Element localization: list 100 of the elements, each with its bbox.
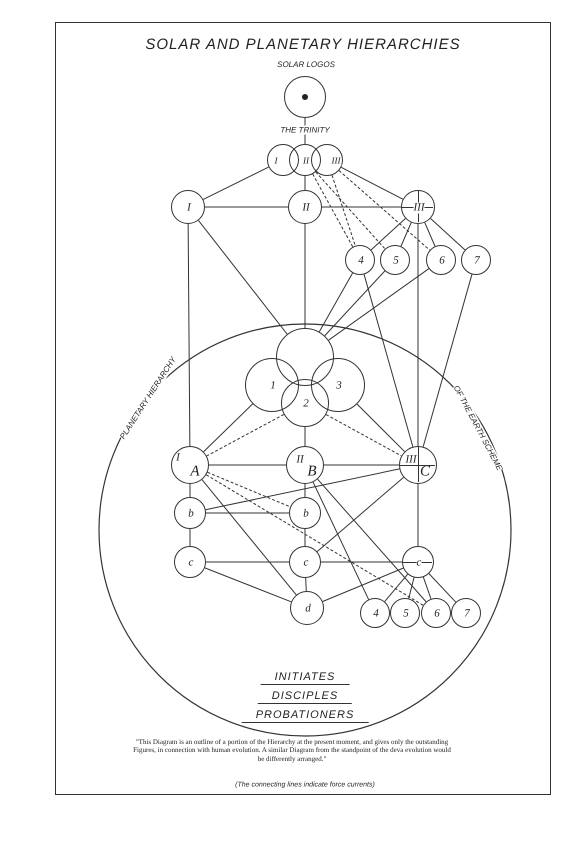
node-label: I	[187, 202, 191, 214]
connector-line	[324, 464, 400, 466]
connector-line	[312, 482, 370, 600]
connector-line	[400, 222, 412, 247]
dashed-connector	[338, 170, 430, 251]
connector-line	[318, 272, 354, 332]
hierarchy-circle	[390, 598, 420, 628]
node-label: B	[307, 464, 317, 480]
node-label: III	[414, 202, 424, 214]
dashed-connector	[207, 472, 291, 508]
dashed-connector	[312, 174, 354, 248]
hierarchy-circle	[401, 190, 435, 224]
connector-line	[364, 274, 414, 448]
connector-line	[305, 577, 307, 592]
connector-line	[370, 218, 406, 250]
connector-line	[424, 222, 436, 247]
node-label: C	[420, 464, 430, 480]
node-label: 4	[358, 256, 364, 266]
hierarchy-circle	[286, 446, 324, 484]
connector-line	[304, 224, 306, 328]
connector-line	[202, 479, 297, 596]
hierarchy-circle	[289, 546, 321, 578]
node-label: 4	[373, 608, 379, 620]
level-label: DISCIPLES	[258, 690, 352, 704]
node-label: 7	[474, 256, 480, 266]
node-label: II	[302, 202, 310, 214]
node-label: 2	[303, 398, 309, 410]
connector-line	[204, 567, 292, 602]
connector-line	[328, 268, 430, 341]
heading-label: THE TRINITY	[280, 126, 330, 134]
connector-line	[205, 468, 400, 510]
hierarchy-circle	[399, 446, 437, 484]
connector-line	[204, 206, 288, 208]
node-label: b	[188, 508, 194, 520]
hierarchy-circle	[174, 546, 206, 578]
level-label: PROBATIONERS	[242, 709, 368, 723]
dashed-connector	[326, 414, 402, 456]
connector-line	[408, 577, 415, 599]
hierarchy-circle	[426, 245, 456, 275]
hierarchy-circle	[421, 598, 451, 628]
hierarchy-circle	[451, 598, 481, 628]
hierarchy-circle	[171, 190, 205, 224]
node-heading: SOLAR LOGOS	[277, 61, 335, 69]
hierarchy-circle	[174, 497, 206, 529]
connector-line	[324, 270, 386, 336]
hierarchy-circle	[345, 245, 375, 275]
connector-line	[384, 574, 408, 602]
hierarchy-circle	[289, 144, 321, 176]
connector-line	[322, 206, 402, 208]
node-label: I	[176, 452, 180, 464]
node-label: 1	[270, 380, 276, 392]
dashed-connector	[315, 171, 386, 250]
hierarchy-circle	[290, 591, 324, 625]
connector-line	[340, 166, 404, 200]
node-label: III	[406, 454, 416, 466]
connector-line	[317, 478, 427, 602]
hierarchy-circle	[360, 598, 390, 628]
node-label: 3	[336, 380, 342, 392]
node-label: III	[330, 156, 342, 166]
connector-line	[203, 403, 254, 452]
dashed-connector	[206, 474, 424, 606]
node-label: II	[296, 454, 304, 466]
hierarchy-circle	[380, 245, 410, 275]
hierarchy-circle	[276, 328, 334, 386]
node-label: c	[188, 558, 194, 568]
node-label: 5	[403, 608, 409, 620]
connector-line	[422, 576, 432, 600]
connector-line	[356, 404, 406, 452]
hierarchy-circle	[281, 379, 329, 427]
hierarchy-circle	[288, 190, 322, 224]
dashed-connector	[332, 174, 356, 246]
node-label: b	[303, 508, 309, 520]
connector-line	[304, 426, 306, 446]
hierarchy-circle	[311, 144, 343, 176]
hierarchy-circle	[461, 245, 491, 275]
connector-line	[422, 274, 472, 448]
node-label: 5	[393, 256, 399, 266]
connector-line	[198, 220, 288, 335]
node-label: 7	[464, 608, 470, 620]
hierarchy-circle	[402, 546, 434, 578]
dashed-connector	[206, 414, 284, 456]
hierarchy-circle	[267, 144, 299, 176]
hierarchy-circle	[289, 497, 321, 529]
connector-line	[304, 528, 306, 546]
node-label: 6	[434, 608, 440, 620]
level-label: INITIATES	[260, 671, 350, 685]
connector-line	[206, 512, 290, 514]
connector-line	[322, 568, 404, 602]
connector-line	[430, 218, 466, 250]
connector-line	[316, 476, 404, 552]
connector-line	[304, 176, 306, 190]
connector-line	[304, 484, 306, 498]
hierarchy-circle	[311, 358, 365, 412]
connector-line	[208, 464, 286, 466]
diagram-title: SOLAR AND PLANETARY HIERARCHIES	[144, 36, 462, 53]
node-label: II	[302, 156, 310, 166]
node-label: d	[305, 604, 311, 614]
node-label: 6	[439, 256, 445, 266]
node-label: I	[274, 156, 278, 166]
connector-line	[202, 166, 270, 200]
